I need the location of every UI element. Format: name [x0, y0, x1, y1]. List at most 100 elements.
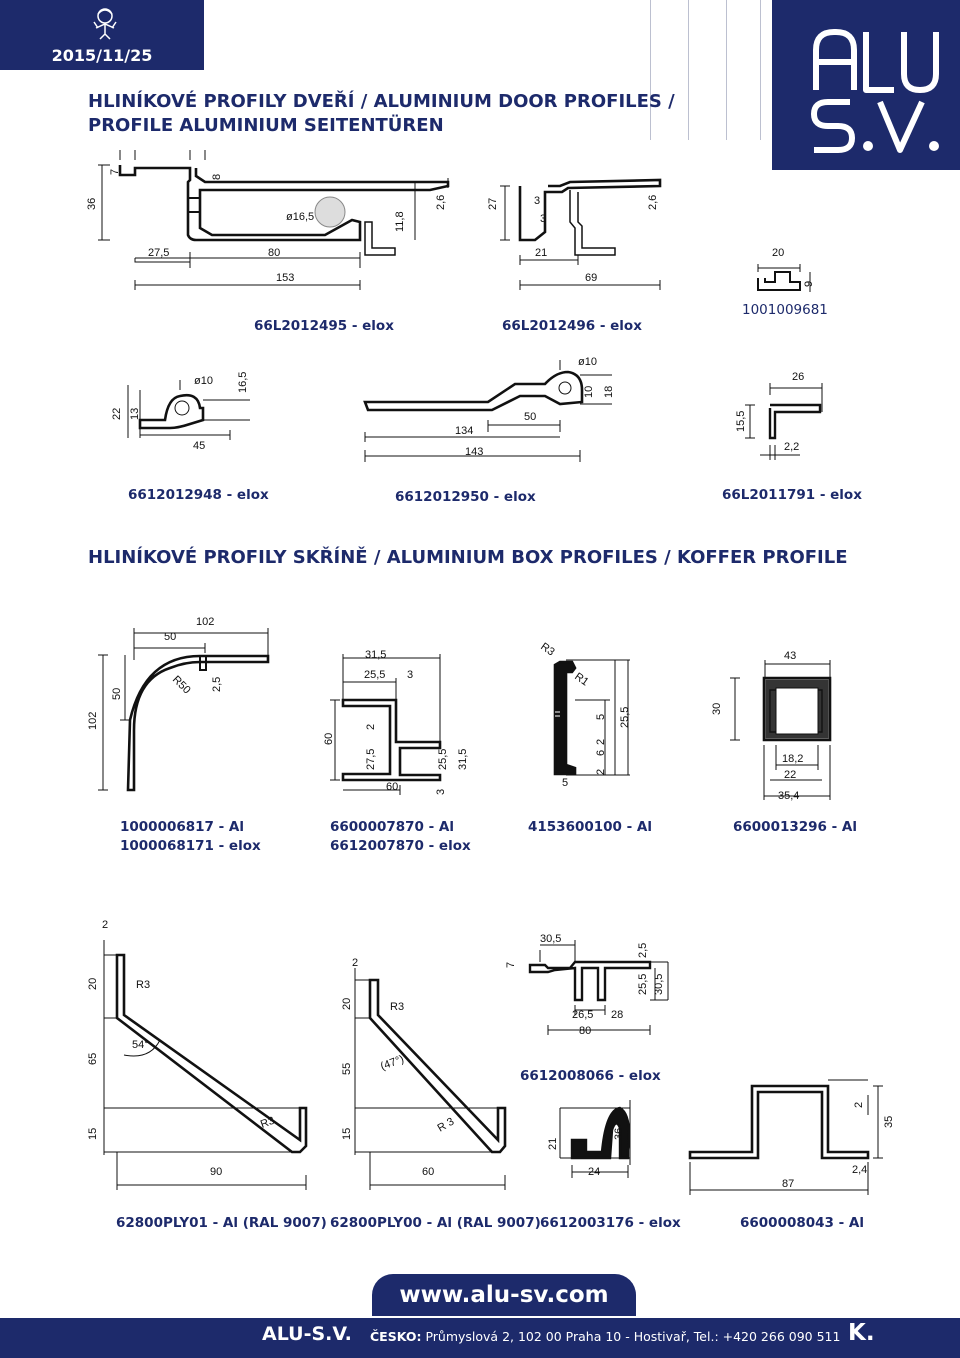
svg-text:143: 143: [465, 446, 483, 458]
website-link[interactable]: www.alu-sv.com: [399, 1282, 609, 1308]
profile-6612008066-drawing: [528, 940, 669, 1035]
svg-text:2,6: 2,6: [647, 195, 659, 210]
svg-text:20: 20: [341, 998, 353, 1010]
svg-text:31,5: 31,5: [457, 749, 469, 770]
profile-66L2012496-drawing: [500, 178, 662, 290]
svg-text:60: 60: [422, 1166, 434, 1178]
divider-line: [726, 0, 727, 140]
profile-code: 6600013296 - Al: [733, 819, 858, 835]
profile-code: 6612008066 - elox: [520, 1068, 661, 1084]
svg-text:102: 102: [87, 712, 99, 730]
svg-text:2: 2: [352, 957, 358, 969]
profile-66L2012495-drawing: [98, 150, 450, 290]
svg-text:20: 20: [87, 978, 99, 990]
profile-code: 66L2012495 - elox: [254, 318, 394, 334]
svg-text:60: 60: [386, 781, 398, 793]
svg-text:R3: R3: [390, 1001, 404, 1013]
profile-4153600100-drawing: [553, 659, 630, 776]
svg-text:3: 3: [540, 213, 546, 225]
svg-text:36: 36: [613, 1128, 625, 1140]
svg-text:60: 60: [323, 733, 335, 745]
svg-text:2,6: 2,6: [435, 195, 447, 210]
svg-text:35,4: 35,4: [778, 790, 799, 802]
svg-text:50: 50: [164, 631, 176, 643]
profile-code: 6612012950 - elox: [395, 489, 536, 505]
svg-text:54°: 54°: [132, 1039, 149, 1051]
profile-code-line: 6600007870 - Al: [330, 819, 455, 835]
svg-text:25,5: 25,5: [437, 749, 449, 770]
svg-text:2: 2: [595, 769, 607, 775]
profile-code: 6612003176 - elox: [540, 1215, 681, 1231]
svg-text:69: 69: [585, 272, 597, 284]
svg-text:18: 18: [603, 386, 615, 398]
svg-text:153: 153: [276, 272, 294, 284]
svg-text:26,5: 26,5: [572, 1009, 593, 1021]
svg-text:87: 87: [782, 1178, 794, 1190]
svg-text:27: 27: [487, 198, 499, 210]
svg-text:ø10: ø10: [578, 356, 597, 368]
svg-text:65: 65: [87, 1053, 99, 1065]
svg-text:15: 15: [87, 1128, 99, 1140]
svg-text:20: 20: [772, 247, 784, 259]
svg-text:9: 9: [803, 281, 815, 287]
mascot-icon: [93, 8, 117, 40]
svg-text:18,2: 18,2: [782, 753, 803, 765]
svg-text:2,2: 2,2: [784, 441, 799, 453]
profile-62800PLY01-drawing: [103, 940, 308, 1190]
profile-code-line: 6612007870 - elox: [330, 838, 471, 854]
svg-text:3: 3: [435, 789, 447, 795]
svg-text:25,5: 25,5: [364, 669, 385, 681]
svg-text:15,5: 15,5: [735, 411, 747, 432]
divider-line: [650, 0, 651, 140]
profile-code-line: 1000068171 - elox: [120, 838, 261, 854]
svg-text:80: 80: [268, 247, 280, 259]
svg-text:10: 10: [583, 386, 595, 398]
svg-text:6: 6: [595, 750, 607, 756]
section-title-box-profiles: HLINÍKOVÉ PROFILY SKŘÍNĚ / ALUMINIUM BOX…: [88, 547, 848, 568]
svg-text:30,5: 30,5: [540, 933, 561, 945]
svg-text:R3: R3: [538, 641, 556, 659]
svg-text:27,5: 27,5: [148, 247, 169, 259]
footer-url-tab: [372, 1274, 636, 1316]
svg-text:21: 21: [547, 1138, 559, 1150]
svg-text:2,5: 2,5: [637, 943, 649, 958]
profile-6600008043-drawing: [688, 1079, 883, 1195]
profile-code: 6612012948 - elox: [128, 487, 269, 503]
address-country: ČESKO:: [370, 1329, 422, 1344]
svg-text:11,8: 11,8: [394, 211, 406, 232]
svg-text:3: 3: [407, 669, 413, 681]
profile-6612012950-drawing: [363, 360, 612, 462]
address-text: Průmyslová 2, 102 00 Praha 10 - Hostivař…: [425, 1329, 841, 1344]
svg-text:R 3: R 3: [436, 1116, 457, 1135]
profile-66L2011791-drawing: [745, 383, 823, 460]
footer-brand: ALU-S.V.: [262, 1323, 352, 1345]
divider-line: [688, 0, 689, 140]
profile-62800PLY00-drawing: [354, 968, 507, 1190]
svg-text:80: 80: [579, 1025, 591, 1037]
svg-text:26: 26: [792, 371, 804, 383]
svg-text:2: 2: [365, 724, 377, 730]
profile-6612003176-drawing: [559, 1100, 631, 1178]
profile-code: 1001009681: [742, 302, 828, 318]
svg-text:28: 28: [611, 1009, 623, 1021]
alu-sv-logo-icon: [811, 29, 939, 153]
svg-text:R50: R50: [170, 674, 193, 697]
profile-code: 6600007870 - Al 6612007870 - elox: [330, 818, 471, 856]
profile-code: 62800PLY01 - Al (RAL 9007): [116, 1215, 327, 1231]
svg-text:55: 55: [341, 1063, 353, 1075]
document-date: 2015/11/25: [51, 46, 153, 65]
svg-text:25,5: 25,5: [637, 974, 649, 995]
footer-address: ČESKO: Průmyslová 2, 102 00 Praha 10 - H…: [370, 1329, 840, 1344]
svg-text:15: 15: [341, 1128, 353, 1140]
svg-text:25,5: 25,5: [619, 707, 631, 728]
svg-text:50: 50: [111, 688, 123, 700]
svg-text:35: 35: [883, 1116, 895, 1128]
svg-text:2: 2: [102, 919, 108, 931]
svg-text:30,5: 30,5: [653, 974, 665, 995]
svg-text:ø10: ø10: [194, 375, 213, 387]
profile-code: 66L2011791 - elox: [722, 487, 862, 503]
svg-text:21: 21: [535, 247, 547, 259]
svg-text:22: 22: [111, 408, 123, 420]
company-logo: [772, 0, 960, 170]
